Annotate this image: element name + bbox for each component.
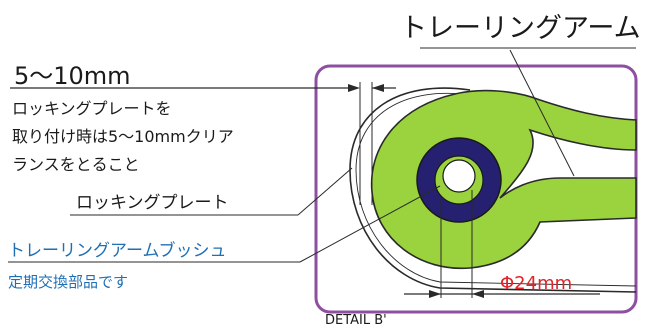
- locking-plate-outline-inner: [355, 92, 637, 287]
- bushing-label: トレーリングアームブッシュ: [8, 241, 227, 261]
- trailing-arm: [370, 89, 637, 270]
- title-label: トレーリングアーム: [400, 13, 641, 44]
- bushing-leader: [299, 185, 441, 263]
- bushing-note: 定期交換部品です: [8, 273, 129, 291]
- diameter-label: Φ24mm: [500, 273, 573, 294]
- clearance-note-line-3: ランスをとること: [12, 155, 140, 174]
- title-leader: [509, 49, 575, 177]
- locking-plate-leader: [297, 167, 353, 216]
- diameter-arrow-right: [472, 290, 484, 298]
- clearance-note-line-1: ロッキングプレートを: [12, 99, 172, 118]
- detail-caption: DETAIL B': [325, 313, 387, 328]
- clearance-note-line-2: 取り付け時は5〜10mmクリア: [12, 127, 234, 146]
- diameter-arrow-left: [429, 290, 441, 298]
- bushing-bore: [442, 159, 476, 193]
- clearance-value: 5〜10mm: [14, 62, 131, 90]
- clearance-arrow-left: [348, 84, 360, 92]
- locking-plate-label: ロッキングプレート: [76, 193, 229, 213]
